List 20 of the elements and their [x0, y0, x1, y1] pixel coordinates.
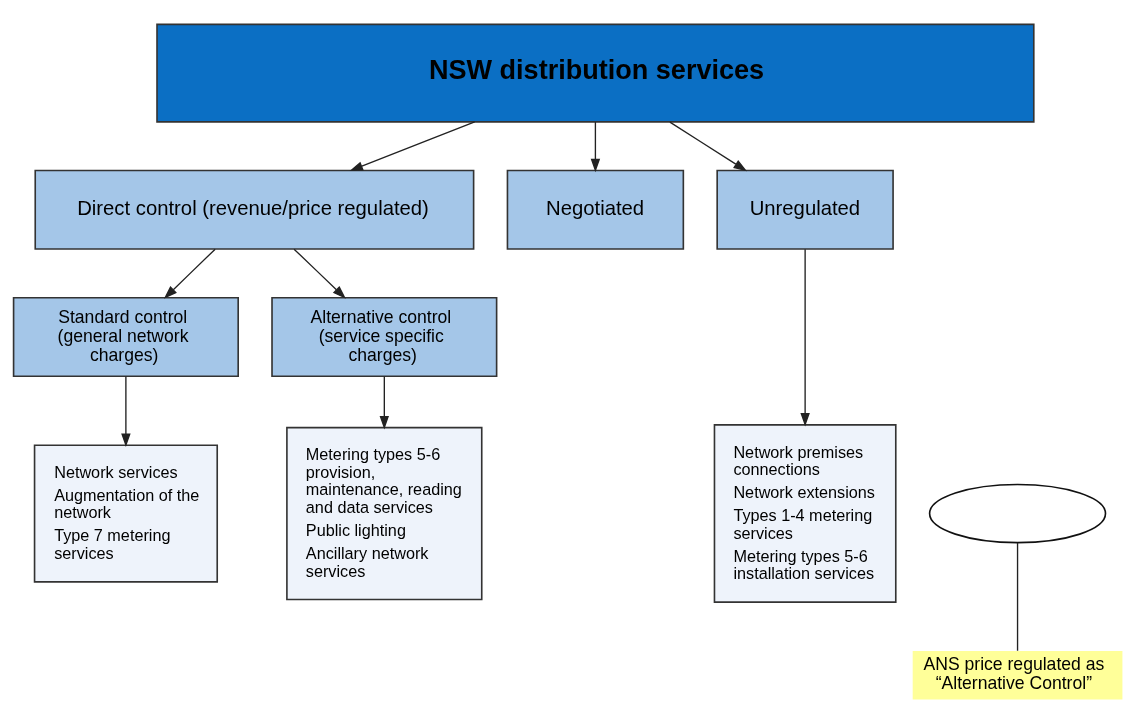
- arrow: [349, 121, 476, 172]
- node-box: Network services Augmentation of the network Type 7 metering services: [33, 444, 219, 583]
- connector: [1016, 542, 1019, 652]
- node-box: Metering types 5-6 provision, maintenance, reading and data services Public lighting Ancillary network services: [286, 426, 483, 601]
- node-box: Negotiated: [506, 169, 685, 250]
- arrow: [379, 375, 390, 430]
- node-box: Standard control (general network charges): [12, 296, 239, 377]
- arrow: [669, 121, 748, 172]
- node-ellipse: [928, 483, 1107, 544]
- node-box: Direct control (revenue/price regulated): [34, 169, 475, 250]
- arrow: [121, 375, 131, 448]
- node-box: Unregulated: [716, 169, 894, 250]
- arrow: [293, 248, 346, 299]
- node-box: Alternative control (service specific charges): [271, 296, 498, 377]
- arrow: [800, 248, 810, 427]
- arrow: [590, 121, 601, 173]
- arrow: [163, 248, 216, 299]
- node-box: NSW distribution services: [156, 23, 1035, 123]
- node-box: ANS price regulated as “Alternative Control”: [912, 650, 1123, 700]
- node-box: Network premises connections Network extensions Types 1-4 metering services Metering types 5-6 installation services: [713, 424, 897, 603]
